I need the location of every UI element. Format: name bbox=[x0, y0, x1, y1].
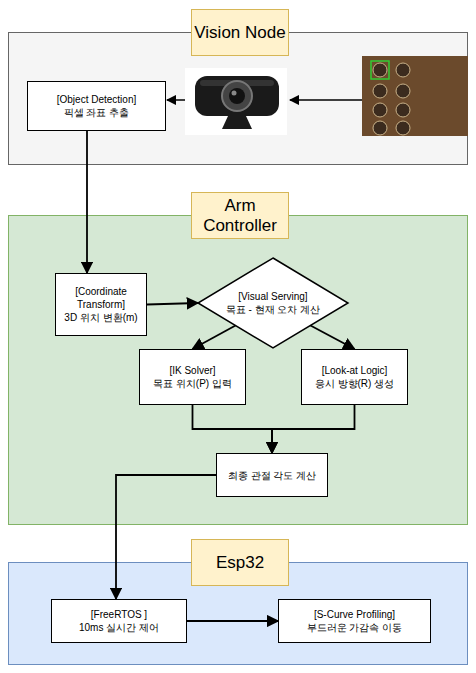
flow-arrow bbox=[272, 405, 355, 453]
flow-arrow bbox=[86, 131, 88, 273]
decision-diamond: [Visual Serving]목표 - 현재 오차 계산 bbox=[198, 258, 348, 348]
node-label: 최종 관절 각도 계산 bbox=[228, 469, 316, 482]
node-label: [S-Curve Profiling] bbox=[314, 608, 395, 621]
process-box: [Coordinate Transform]3D 위치 변환(m) bbox=[55, 273, 147, 336]
band-tab: Esp32 bbox=[191, 539, 289, 586]
flow-arrow bbox=[193, 405, 273, 453]
flow-arrow bbox=[187, 620, 278, 622]
flow-arrow bbox=[311, 326, 355, 350]
node-label: [Visual Serving] bbox=[238, 290, 307, 303]
camera-feed-arrow bbox=[167, 99, 185, 101]
flow-arrow bbox=[147, 303, 198, 305]
band-tab: Vision Node bbox=[191, 9, 289, 56]
band-title: Arm Controller bbox=[192, 196, 288, 236]
flow-arrow bbox=[193, 326, 236, 350]
process-box: [FreeRTOS ]10ms 실시간 제어 bbox=[51, 599, 187, 643]
node-label: [Object Detection] bbox=[57, 93, 136, 106]
node-label: 부드러운 가감속 이동 bbox=[307, 621, 403, 634]
node-label: 응시 방향(R) 생성 bbox=[315, 377, 394, 390]
band-title: Esp32 bbox=[216, 553, 264, 573]
flow-arrow bbox=[116, 475, 216, 599]
node-label: [FreeRTOS ] bbox=[91, 608, 147, 621]
process-box: [Look-at Logic]응시 방향(R) 생성 bbox=[301, 349, 408, 405]
node-label: 목표 위치(P) 입력 bbox=[153, 377, 232, 390]
process-box: [S-Curve Profiling]부드러운 가감속 이동 bbox=[278, 599, 431, 643]
node-label: [IK Solver] bbox=[169, 364, 215, 377]
diamond-outline bbox=[198, 258, 348, 348]
node-label: 3D 위치 변환(m) bbox=[64, 311, 137, 324]
node-label: [Coordinate Transform] bbox=[56, 285, 146, 311]
process-box: 최종 관절 각도 계산 bbox=[216, 453, 328, 497]
vision-band: Vision Node[Object Detection]픽셀 좌표 추출 bbox=[8, 32, 468, 165]
process-box: [IK Solver]목표 위치(P) 입력 bbox=[139, 349, 246, 405]
mcu-band: Esp32[FreeRTOS ]10ms 실시간 제어[S-Curve Prof… bbox=[8, 562, 468, 665]
webcam-image bbox=[185, 68, 287, 135]
capture-arrow bbox=[290, 99, 362, 101]
node-label: [Look-at Logic] bbox=[322, 364, 388, 377]
band-tab: Arm Controller bbox=[191, 192, 289, 239]
node-label: 목표 - 현재 오차 계산 bbox=[226, 303, 320, 316]
node-label: 10ms 실시간 제어 bbox=[79, 621, 159, 634]
elevator-panel-image bbox=[362, 56, 468, 136]
controller-band: Arm Controller[Coordinate Transform]3D 위… bbox=[8, 215, 468, 525]
band-title: Vision Node bbox=[194, 23, 285, 43]
process-box: [Object Detection]픽셀 좌표 추출 bbox=[27, 81, 166, 131]
node-label: 픽셀 좌표 추출 bbox=[64, 106, 130, 119]
